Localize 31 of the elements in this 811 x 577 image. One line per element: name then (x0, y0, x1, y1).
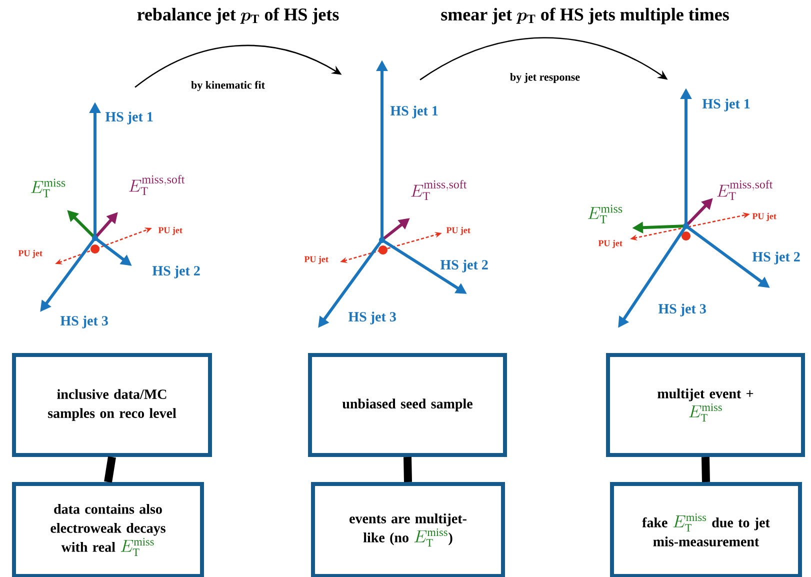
process-box: unbiased seed sample (308, 353, 507, 457)
connector-line (702, 456, 710, 482)
jet-label: HS jet 3 (60, 316, 108, 328)
vector-label: $E_{\mathrm{T}}^{\mathrm{miss}}$ (31, 178, 66, 198)
vector-label: $E_{\mathrm{T}}^{\mathrm{miss,soft}}$ (129, 174, 185, 196)
note-box: data contains also electroweak decays with real $E_{\mathrm{T}}^{\mathrm{miss}}$ (12, 482, 204, 577)
edge-label: by kinematic fit (190, 80, 266, 92)
jet-label: PU jet (304, 256, 328, 264)
jet-label: PU jet (752, 212, 776, 222)
vector-label: $E_{\mathrm{T}}^{\mathrm{miss}}$ (588, 204, 622, 224)
note-box: fake $E_{\mathrm{T}}^{\mathrm{miss}}$ due to jet mis-measurement (610, 482, 802, 577)
process-box: multijet event + $E_{\mathrm{T}}^{\mathrm{miss}}$ (606, 353, 805, 457)
vector-label: $E_{\mathrm{T}}^{\mathrm{miss,soft}}$ (717, 180, 773, 200)
jet-label: HS jet 3 (658, 304, 706, 316)
jet-label: PU jet (446, 226, 470, 236)
jet-label: HS jet 1 (105, 112, 153, 124)
vector-label: $E_{\mathrm{T}}^{\mathrm{miss,soft}}$ (411, 180, 467, 200)
heading: smear jet $p_{\mathrm{T}}$ of HS jets multiple times (441, 8, 729, 24)
heading: rebalance jet $p_{\mathrm{T}}$ of HS jets (137, 8, 339, 24)
jet-label: PU jet (598, 240, 622, 248)
jet-label: HS jet 1 (702, 98, 750, 112)
jet-label: HS jet 2 (440, 260, 488, 272)
jet-label: HS jet 1 (390, 106, 438, 118)
connector-line (404, 456, 412, 482)
edge-label: by jet response (508, 72, 582, 84)
process-box: inclusive data/MC samples on reco level (12, 353, 212, 457)
connector-line (104, 456, 116, 483)
note-box: events are multijet-like (no $E_{\mathrm{T}}^{\mathrm{miss}}$) (311, 482, 505, 577)
jet-label: PU jet (18, 250, 42, 258)
jet-label: HS jet 3 (348, 312, 396, 324)
jet-label: HS jet 2 (752, 252, 800, 264)
